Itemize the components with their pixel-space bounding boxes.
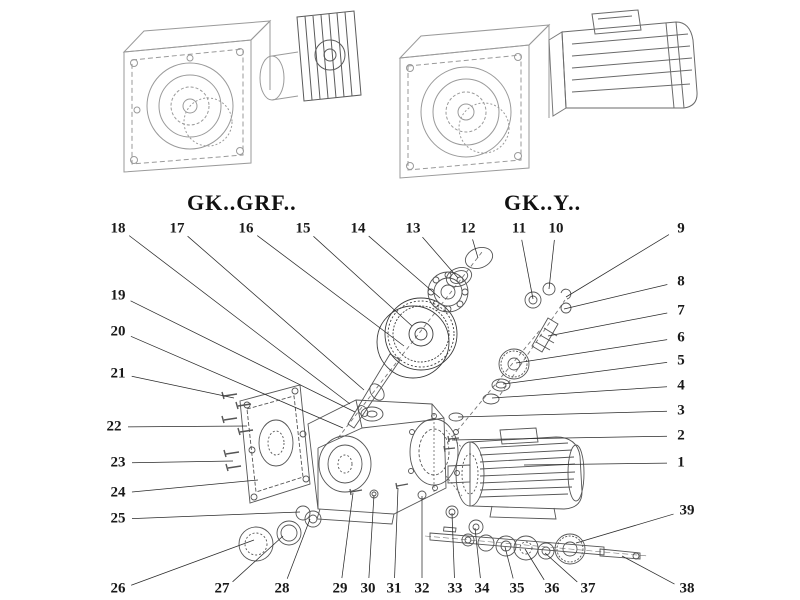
leader-line-29 xyxy=(341,492,354,579)
callout-24: 24 xyxy=(110,484,126,501)
output-flange-plate xyxy=(239,384,311,504)
leader-line-22 xyxy=(127,425,248,428)
leader-line-31 xyxy=(394,487,399,579)
leader-line-24 xyxy=(131,479,259,493)
callout-34: 34 xyxy=(474,580,490,597)
callout-4: 4 xyxy=(677,377,685,394)
electric-motor-assembled xyxy=(561,9,698,109)
callout-22: 22 xyxy=(106,418,122,435)
callout-19: 19 xyxy=(110,287,126,304)
leader-line-17 xyxy=(187,235,365,391)
leader-line-12 xyxy=(472,239,479,259)
leader-line-4 xyxy=(491,386,668,399)
leader-line-18 xyxy=(128,235,351,405)
callout-18: 18 xyxy=(110,220,126,237)
input-shaft-parts xyxy=(347,353,401,429)
callout-9: 9 xyxy=(677,220,685,237)
leader-line-2 xyxy=(451,435,668,441)
leader-line-16 xyxy=(257,235,405,347)
intermediate-gear-parts xyxy=(448,348,530,422)
callout-23: 23 xyxy=(110,454,126,471)
callout-39: 39 xyxy=(679,502,695,519)
callout-31: 31 xyxy=(386,580,402,597)
leader-line-33 xyxy=(451,512,455,579)
leader-line-21 xyxy=(131,375,235,399)
leader-line-37 xyxy=(544,552,578,583)
leader-line-26 xyxy=(131,539,255,586)
callout-2: 2 xyxy=(677,427,685,444)
coupling-parts xyxy=(445,505,484,535)
leader-line-39 xyxy=(575,513,674,544)
leader-line-19 xyxy=(130,300,356,413)
leader-line-3 xyxy=(457,410,668,418)
model-title-y: GK..Y.. xyxy=(504,190,582,215)
mounting-screws xyxy=(221,391,254,472)
leader-line-15 xyxy=(313,236,413,327)
callout-10: 10 xyxy=(548,220,564,237)
callout-8: 8 xyxy=(677,273,685,290)
leader-line-35 xyxy=(504,546,514,579)
callout-30: 30 xyxy=(360,580,376,597)
leader-line-1 xyxy=(523,462,668,466)
retaining-rings xyxy=(445,247,494,288)
input-flange-block xyxy=(296,10,362,102)
callout-13: 13 xyxy=(405,220,421,237)
leader-line-20 xyxy=(130,335,344,429)
callout-17: 17 xyxy=(169,220,185,237)
output-shaft-assembly xyxy=(429,526,641,565)
leader-line-28 xyxy=(286,518,311,579)
callout-21: 21 xyxy=(110,365,126,382)
callout-38: 38 xyxy=(679,580,695,597)
callout-26: 26 xyxy=(110,580,126,597)
leader-lines xyxy=(127,234,675,586)
callout-37: 37 xyxy=(580,580,596,597)
leader-line-25 xyxy=(131,511,301,519)
callout-5: 5 xyxy=(677,352,685,369)
callout-7: 7 xyxy=(677,302,685,319)
leader-line-36 xyxy=(524,548,545,581)
callout-20: 20 xyxy=(110,323,126,340)
leader-line-10 xyxy=(548,239,555,290)
callout-15: 15 xyxy=(295,220,311,237)
callout-3: 3 xyxy=(677,402,685,419)
leader-line-30 xyxy=(368,494,375,579)
leader-line-27 xyxy=(232,535,284,583)
callout-28: 28 xyxy=(274,580,290,597)
callout-27: 27 xyxy=(214,580,230,597)
callout-16: 16 xyxy=(238,220,254,237)
model-title-grf: GK..GRF.. xyxy=(187,190,297,215)
callout-6: 6 xyxy=(677,329,685,346)
leader-line-7 xyxy=(547,312,668,337)
output-gear xyxy=(376,297,458,379)
leader-line-9 xyxy=(565,234,670,298)
callout-25: 25 xyxy=(110,510,126,527)
electric-motor xyxy=(443,427,585,520)
leader-line-11 xyxy=(521,239,534,300)
callout-11: 11 xyxy=(511,220,527,237)
leader-line-13 xyxy=(422,236,459,279)
callout-29: 29 xyxy=(332,580,348,597)
leader-line-34 xyxy=(474,527,481,579)
gear-housing xyxy=(307,399,460,525)
callout-33: 33 xyxy=(447,580,463,597)
leader-line-38 xyxy=(621,555,675,585)
callout-14: 14 xyxy=(350,220,366,237)
leader-line-5 xyxy=(502,362,668,385)
callout-32: 32 xyxy=(414,580,430,597)
callout-12: 12 xyxy=(460,220,476,237)
leader-line-23 xyxy=(131,460,234,464)
leader-line-8 xyxy=(563,284,668,310)
assembled-gearbox-grf-drawing xyxy=(122,10,362,173)
callout-1: 1 xyxy=(677,454,685,471)
exploded-view-drawing xyxy=(221,247,649,565)
callout-35: 35 xyxy=(509,580,525,597)
assembled-gearbox-y-drawing xyxy=(398,9,698,179)
leader-line-14 xyxy=(368,235,441,299)
tapered-bearing xyxy=(427,271,469,313)
small-fasteners xyxy=(349,482,427,500)
leader-line-6 xyxy=(515,339,668,364)
callout-36: 36 xyxy=(544,580,560,597)
